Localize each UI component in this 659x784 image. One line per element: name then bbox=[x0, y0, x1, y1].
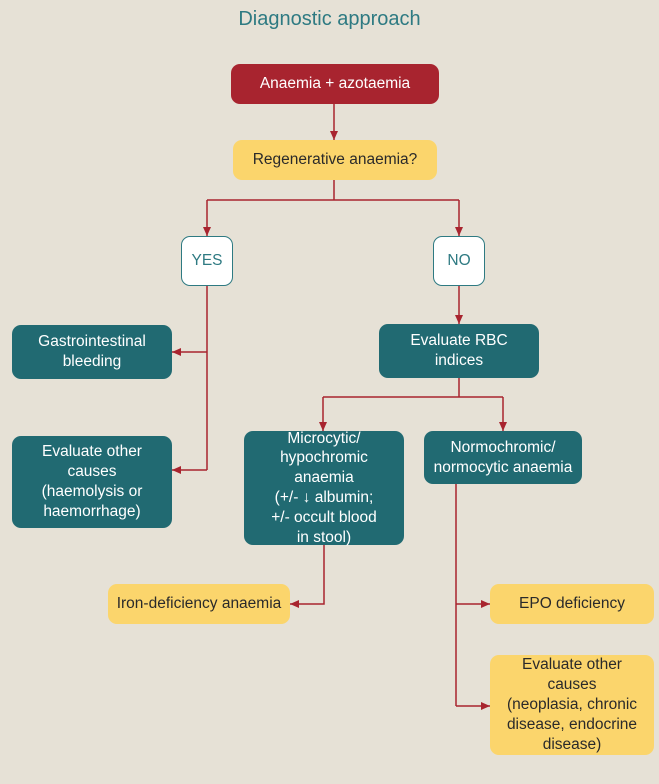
node-label: Evaluate RBC indices bbox=[410, 332, 508, 369]
node-label: Regenerative anaemia? bbox=[252, 151, 418, 169]
node-label: NO bbox=[447, 252, 471, 270]
node-label: Normochromic/ normocytic anaemia bbox=[433, 438, 573, 476]
diagram-title: Diagnostic approach bbox=[238, 8, 421, 30]
node-microcytic-hypochromic: Microcytic/ hypochromic anaemia (+/- ↓ a… bbox=[244, 429, 404, 546]
node-evaluate-other-causes-left: Evaluate other causes (haemolysis or hae… bbox=[12, 436, 172, 528]
node-label: Iron-deficiency anaemia bbox=[116, 595, 282, 613]
node-no: NO bbox=[433, 236, 485, 286]
node-iron-deficiency: Iron-deficiency anaemia bbox=[108, 584, 290, 624]
node-label: Evaluate other causes (haemolysis or hae… bbox=[41, 443, 143, 520]
node-label: Anaemia + azotaemia bbox=[259, 75, 411, 93]
node-evaluate-other-causes-right: Evaluate other causes (neoplasia, chroni… bbox=[490, 655, 654, 755]
arrow-to-iron-deficiency bbox=[290, 545, 325, 608]
node-label: Gastrointestinal bleeding bbox=[38, 333, 146, 370]
connector-rbc-split bbox=[323, 378, 503, 398]
node-label: EPO deficiency bbox=[519, 595, 625, 613]
connector-question-split bbox=[207, 180, 459, 201]
node-epo-deficiency: EPO deficiency bbox=[490, 584, 654, 624]
node-evaluate-rbc-indices: Evaluate RBC indices bbox=[379, 324, 539, 378]
node-regenerative-question: Regenerative anaemia? bbox=[233, 140, 437, 180]
node-label: Evaluate other causes (neoplasia, chroni… bbox=[506, 656, 638, 753]
node-yes: YES bbox=[181, 236, 233, 286]
node-gi-bleeding: Gastrointestinal bleeding bbox=[12, 325, 172, 379]
node-label: YES bbox=[191, 252, 223, 270]
node-normochromic-normocytic: Normochromic/ normocytic anaemia bbox=[424, 431, 582, 484]
node-label: Microcytic/ hypochromic anaemia (+/- ↓ a… bbox=[271, 429, 377, 546]
node-anaemia-azotaemia: Anaemia + azotaemia bbox=[231, 64, 439, 104]
